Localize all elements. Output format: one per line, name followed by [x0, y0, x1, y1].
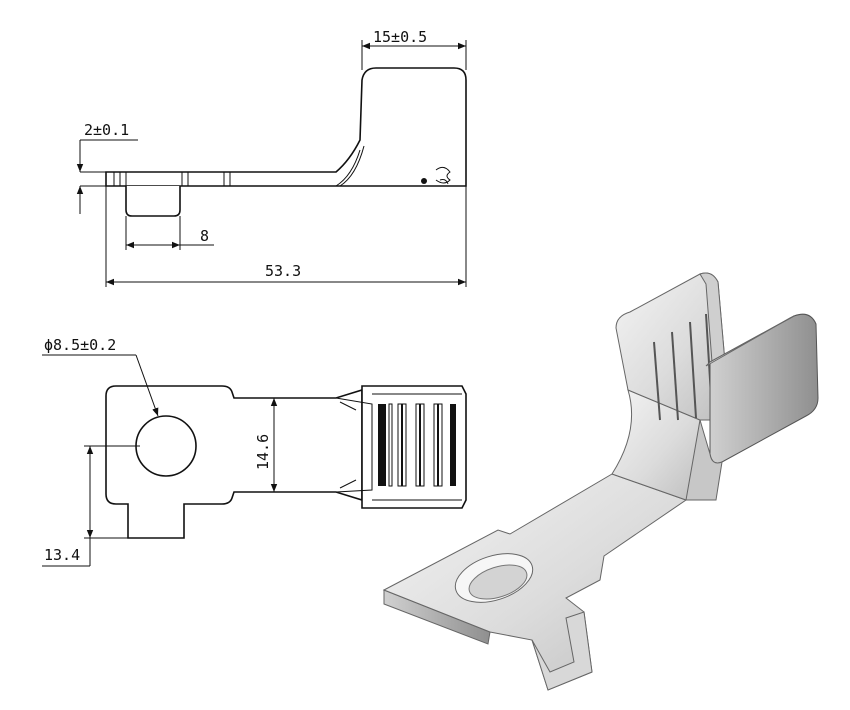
- crimp-slots: [378, 403, 456, 487]
- top-view-hole: [135, 415, 197, 477]
- dim-hole-offset: 13.4: [44, 546, 80, 564]
- side-view-strip: [105, 67, 467, 187]
- side-view: 15±0.5 2±0.1 8 53.3: [76, 28, 467, 287]
- dim-hole-diameter: ϕ8.5±0.2: [44, 336, 116, 354]
- dim-tab-width: 8: [200, 227, 209, 245]
- side-view-bend-line: [335, 149, 361, 187]
- iso-front-wing: [709, 313, 819, 464]
- top-view: ϕ8.5±0.2 14.6 13.4: [42, 336, 467, 567]
- dim-thickness: 2±0.1: [84, 121, 129, 139]
- dim-width-top: 15±0.5: [373, 28, 427, 46]
- iso-view: [382, 272, 819, 691]
- logo-mark-icon: [421, 166, 451, 185]
- dim-neck-width: 14.6: [254, 434, 272, 470]
- dim-total-length: 53.3: [265, 262, 301, 280]
- side-view-tab: [125, 186, 181, 217]
